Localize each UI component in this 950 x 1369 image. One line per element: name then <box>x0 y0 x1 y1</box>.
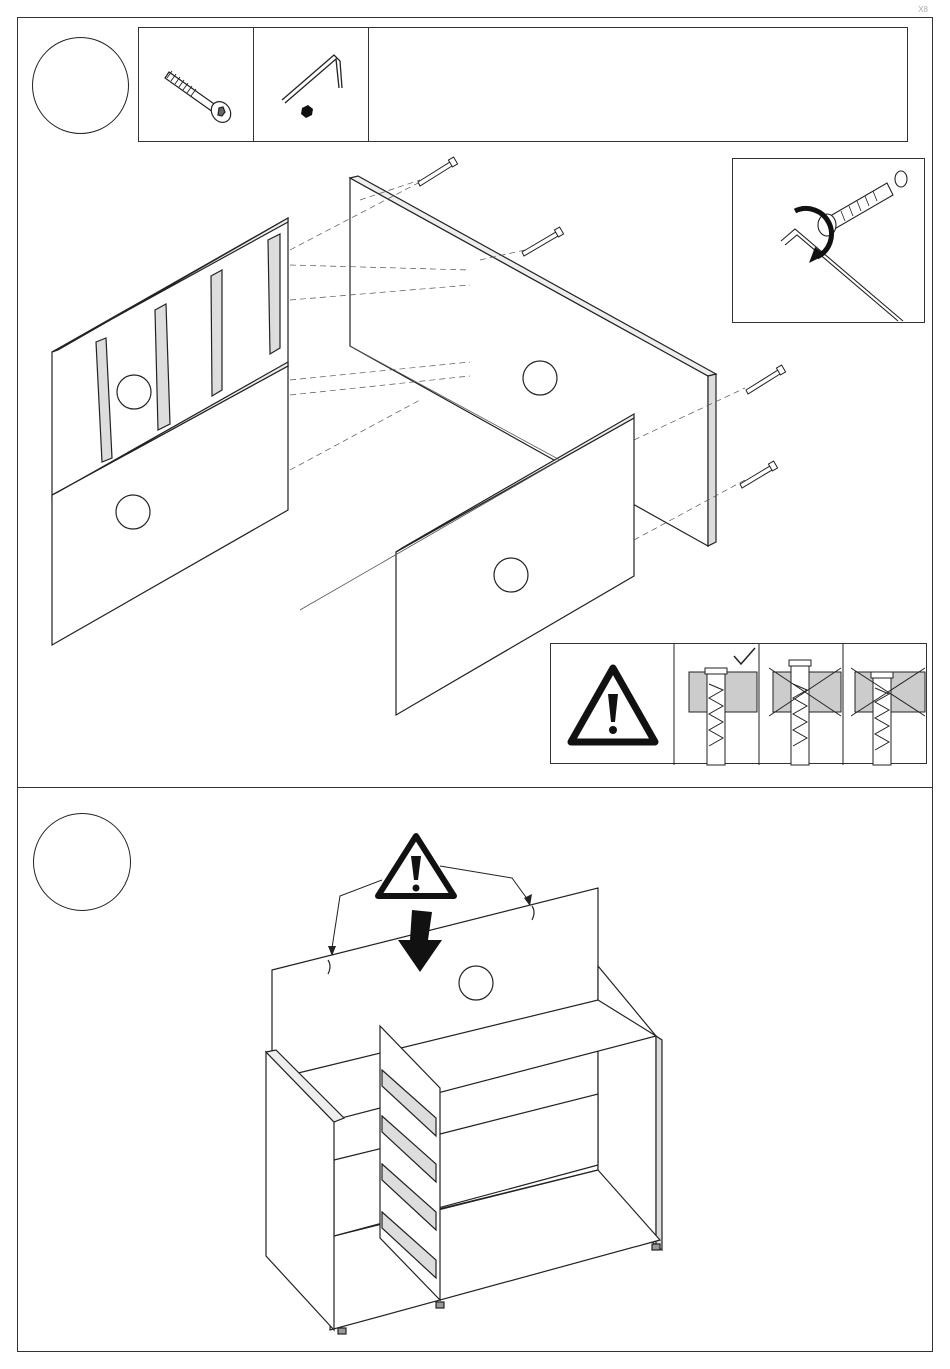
foot <box>436 1302 444 1308</box>
foot <box>652 1244 660 1250</box>
foot <box>338 1328 346 1334</box>
